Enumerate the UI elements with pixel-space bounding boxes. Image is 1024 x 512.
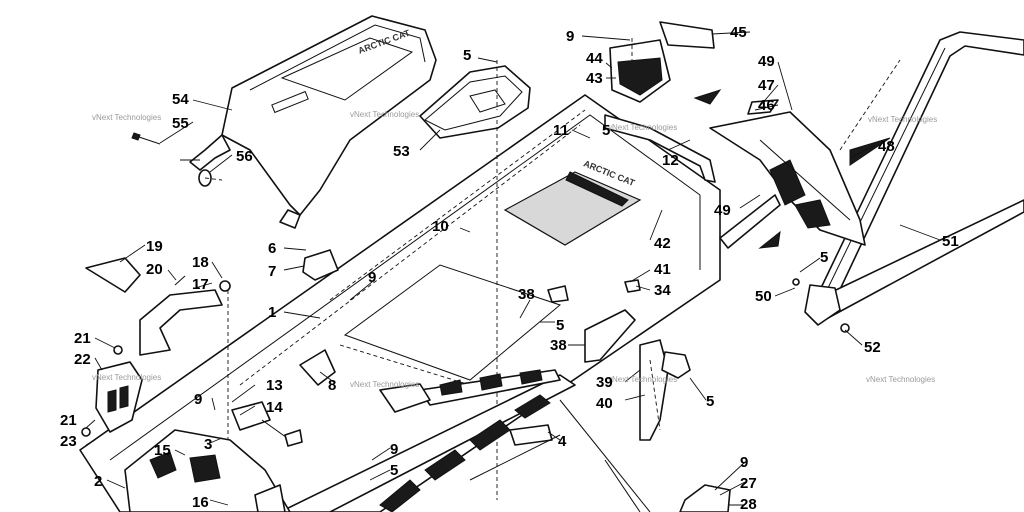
callout-5: 5	[390, 462, 398, 479]
arrow-marker-2	[758, 230, 781, 249]
arrow-marker	[693, 89, 722, 105]
callout-10: 10	[432, 218, 449, 235]
callout-54: 54	[172, 91, 189, 108]
upper-bracket	[609, 21, 715, 103]
callout-48: 48	[878, 138, 895, 155]
rear-bumper	[814, 31, 1024, 319]
callout-5: 5	[556, 317, 564, 334]
callout-9: 9	[740, 454, 748, 471]
callout-38: 38	[518, 286, 535, 303]
callout-41: 41	[654, 261, 671, 278]
callout-50: 50	[755, 288, 772, 305]
front-lower-frame	[124, 383, 431, 512]
callout-11: 11	[553, 122, 569, 139]
callout-16: 16	[192, 494, 209, 511]
callout-7: 7	[268, 263, 276, 280]
snowflap-assembly	[709, 99, 891, 249]
callout-labels: 54 55 56 5 53 9 45 44 43 49 47 46 48 49 …	[60, 24, 959, 512]
callout-55: 55	[172, 115, 189, 132]
wire-harness	[231, 401, 303, 447]
rail-line	[559, 399, 651, 512]
callout-12: 12	[662, 152, 679, 169]
storage-bag	[419, 60, 531, 139]
callout-44: 44	[586, 50, 603, 67]
right-side-brackets	[639, 339, 691, 441]
callout-9: 9	[566, 28, 574, 45]
bumper-end-fasteners	[792, 278, 850, 333]
callout-3: 3	[204, 436, 212, 453]
callout-56: 56	[236, 148, 253, 165]
callout-21: 21	[60, 412, 77, 429]
watermark: vNext Technologies	[608, 375, 677, 384]
callout-34: 34	[654, 282, 671, 299]
watermark: vNext Technologies	[866, 375, 935, 384]
callout-9: 9	[194, 391, 202, 408]
callout-20: 20	[146, 261, 163, 278]
callout-47: 47	[758, 77, 775, 94]
hitch-bracket	[604, 114, 716, 183]
callout-19: 19	[146, 238, 163, 255]
callout-28: 28	[740, 496, 757, 512]
bottom-right-part	[679, 484, 731, 512]
callout-5: 5	[602, 122, 610, 139]
callout-5: 5	[706, 393, 714, 410]
callout-14: 14	[266, 399, 283, 416]
callout-45: 45	[730, 24, 747, 41]
callout-9: 9	[390, 441, 398, 458]
seat-fasteners	[131, 132, 223, 187]
callout-38: 38	[550, 337, 567, 354]
seat: ARCTIC CAT	[180, 15, 437, 229]
callout-15: 15	[154, 442, 171, 459]
callout-51: 51	[942, 233, 959, 250]
callout-46: 46	[758, 97, 775, 114]
callout-40: 40	[596, 395, 613, 412]
callout-18: 18	[192, 254, 209, 271]
watermark: vNext Technologies	[350, 380, 419, 389]
callout-5: 5	[820, 249, 828, 266]
callout-22: 22	[74, 351, 91, 368]
callout-1: 1	[268, 304, 276, 321]
watermark: vNext Technologies	[868, 115, 937, 124]
callout-13: 13	[266, 377, 283, 394]
callout-17: 17	[192, 276, 209, 293]
watermark: vNext Technologies	[92, 113, 161, 122]
callout-42: 42	[654, 235, 671, 252]
callout-2: 2	[94, 473, 102, 490]
watermark: vNext Technologies	[350, 110, 419, 119]
callout-39: 39	[596, 374, 613, 391]
running-board	[279, 309, 636, 512]
callout-8: 8	[328, 377, 336, 394]
watermark: vNext Technologies	[92, 373, 161, 382]
callout-4: 4	[558, 433, 567, 450]
callout-49: 49	[758, 53, 775, 70]
callout-6: 6	[268, 240, 276, 257]
callout-52: 52	[864, 339, 881, 356]
watermark: vNext Technologies	[608, 123, 677, 132]
callout-53: 53	[393, 143, 410, 160]
callout-27: 27	[740, 475, 757, 492]
left-bracket-parts	[81, 257, 231, 512]
callout-49: 49	[714, 202, 731, 219]
callout-23: 23	[60, 433, 77, 450]
callout-21: 21	[74, 330, 91, 347]
callout-9: 9	[368, 269, 376, 286]
leader-lines	[85, 31, 941, 506]
callout-5: 5	[463, 47, 471, 64]
callout-43: 43	[586, 70, 603, 87]
rail-line-2	[604, 459, 641, 512]
